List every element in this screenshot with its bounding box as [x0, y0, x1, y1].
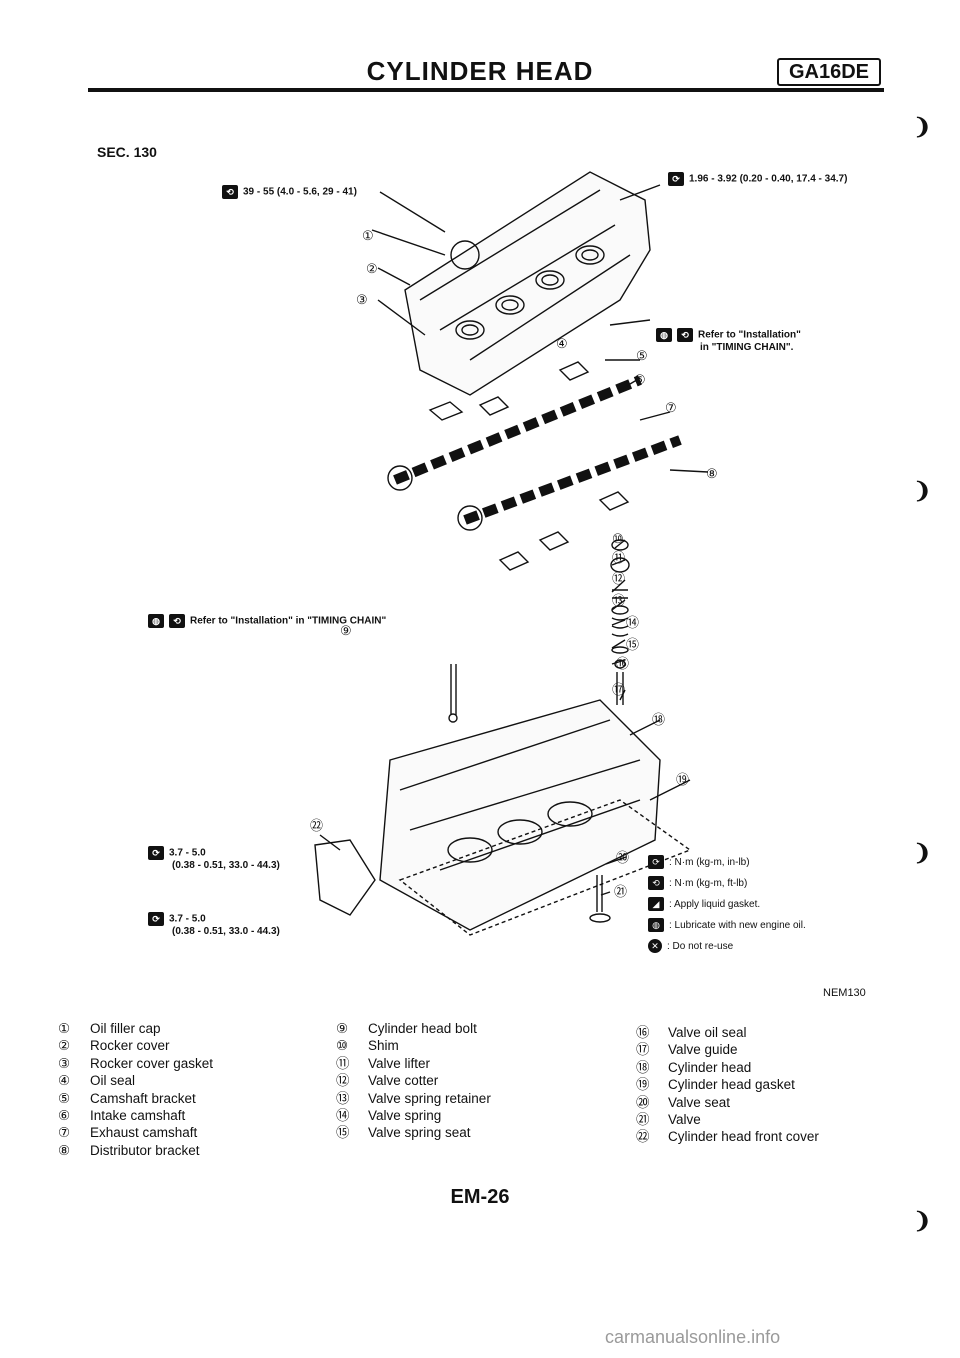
callout-18: ⑱: [652, 712, 665, 727]
exploded-diagram: ① ② ③ ④ ⑤ ⑥ ⑦ ⑧ ⑨ ⑩ ⑪ ⑫ ⑬ ⑭ ⑮ ⑯ ⑰ ⑱ ⑲ ⑳ …: [310, 171, 718, 936]
engine-model-badge: GA16DE: [777, 58, 881, 86]
margin-tick-mark: ❩: [913, 840, 932, 865]
callout-14: ⑭: [626, 615, 639, 630]
do-not-reuse-icon: ✕: [648, 939, 662, 954]
callout-22: ㉒: [310, 818, 323, 833]
rocker-cover-drawing: [404, 171, 651, 396]
torque-kgm-icon: ⟲: [648, 876, 664, 891]
page-title: CYLINDER HEAD: [366, 56, 594, 86]
cylinder-head-gasket-drawing: [398, 799, 692, 936]
lubricate-oil-icon: ◍: [648, 918, 664, 933]
margin-tick-mark: ❩: [913, 1208, 932, 1233]
exhaust-camshaft-drawing: [463, 435, 682, 525]
callout-6: ⑥: [634, 372, 646, 387]
callout-10: ⑩: [612, 531, 624, 546]
cylinder-head-bolt-drawing: [450, 664, 457, 715]
margin-tick-mark: ❩: [913, 478, 932, 503]
legend-item: ◢: Apply liquid gasket.: [648, 897, 806, 918]
figure-code: NEM130: [823, 987, 866, 999]
callout-20: ⑳: [616, 850, 629, 865]
valve-drawing: [596, 875, 603, 912]
callout-17: ⑰: [612, 682, 625, 697]
torque-nm-icon: ⟳: [648, 855, 664, 870]
oil-filler-cap-drawing: [450, 240, 480, 270]
callout-2: ②: [366, 261, 378, 276]
cylinder-head-drawing: [379, 699, 661, 931]
callout-5: ⑤: [636, 348, 648, 363]
page-number: EM-26: [450, 1186, 510, 1208]
torque-kgm-icon: ⟲: [677, 328, 693, 342]
callout-19: ⑲: [676, 772, 689, 787]
refer-installation-note: ◍⟲Refer to "Installation" in "TIMING CHA…: [656, 328, 801, 353]
callout-1: ①: [362, 228, 374, 243]
callout-3: ③: [356, 292, 368, 307]
callout-9: ⑨: [340, 623, 352, 638]
callout-11: ⑪: [612, 550, 625, 565]
legend-item: ⟳: N·m (kg-m, in-lb): [648, 855, 806, 876]
torque-nm-icon: ⟳: [668, 172, 684, 186]
callout-16: ⑯: [616, 656, 629, 671]
lubricate-oil-icon: ◍: [148, 614, 164, 628]
callout-7: ⑦: [665, 400, 677, 415]
torque-callout-cover: ⟳1.96 - 3.92 (0.20 - 0.40, 17.4 - 34.7): [668, 172, 847, 186]
front-cover-drawing: [314, 839, 376, 916]
torque-callout-filler: ⟲39 - 55 (4.0 - 5.6, 29 - 41): [222, 185, 357, 199]
callout-12: ⑫: [612, 571, 625, 586]
symbol-legend: ⟳: N·m (kg-m, in-lb) ⟲: N·m (kg-m, ft-lb…: [648, 855, 806, 960]
legend-item: ◍: Lubricate with new engine oil.: [648, 918, 806, 939]
legend-item: ⟲: N·m (kg-m, ft-lb): [648, 876, 806, 897]
section-number: SEC. 130: [97, 144, 157, 160]
lubricate-oil-icon: ◍: [656, 328, 672, 342]
callout-21: ㉑: [614, 884, 627, 899]
callout-8: ⑧: [706, 466, 718, 481]
torque-kgm-icon: ⟲: [222, 185, 238, 199]
liquid-gasket-icon: ◢: [648, 897, 664, 912]
callout-13: ⑬: [612, 593, 625, 608]
callout-4: ④: [556, 336, 568, 351]
torque-callout-front-cover-1: ⟳3.7 - 5.0 (0.38 - 0.51, 33.0 - 44.3): [148, 846, 280, 871]
refer-installation-note-mid: ◍⟲Refer to "Installation" in "TIMING CHA…: [148, 614, 386, 628]
intake-camshaft-drawing: [393, 375, 642, 485]
margin-tick-mark: ❩: [913, 114, 932, 139]
torque-nm-icon: ⟳: [148, 912, 164, 926]
legend-item: ✕: Do not re-use: [648, 939, 806, 960]
watermark: carmanualsonline.info: [605, 1327, 781, 1347]
header-rule: [88, 88, 884, 92]
callout-15: ⑮: [626, 637, 639, 652]
torque-kgm-icon: ⟲: [169, 614, 185, 628]
torque-callout-front-cover-2: ⟳3.7 - 5.0 (0.38 - 0.51, 33.0 - 44.3): [148, 912, 280, 937]
torque-nm-icon: ⟳: [148, 846, 164, 860]
